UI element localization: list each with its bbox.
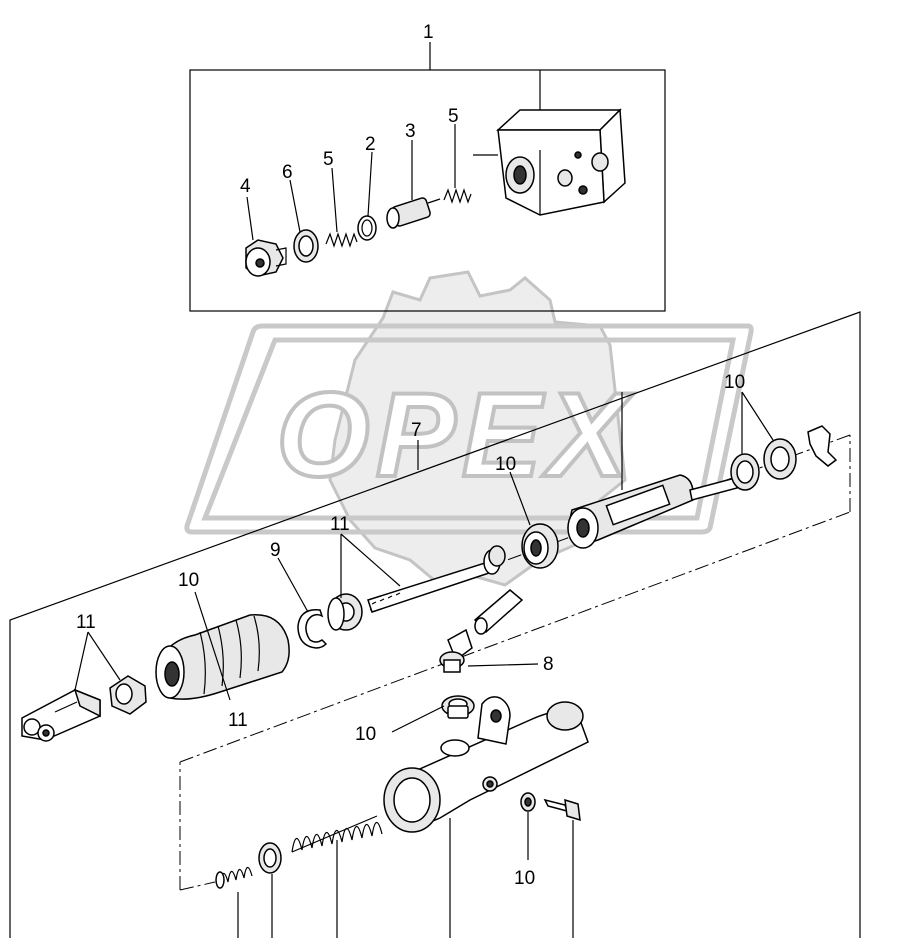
watermark-frame-outer (184, 323, 754, 535)
seal-pair-part-10 (730, 438, 797, 491)
callout-7: 7 (411, 420, 422, 441)
bleeder-bolt-part (543, 798, 581, 822)
callout-5-right: 5 (448, 106, 459, 127)
spring-part-5 (443, 124, 472, 204)
washer-part-6 (289, 179, 319, 263)
valve-block (473, 108, 626, 216)
callout-11-pushrod: 11 (330, 514, 350, 535)
callout-11-clevis: 11 (76, 612, 96, 633)
opex-watermark: OPEX (184, 270, 754, 587)
callout-9: 9 (270, 540, 281, 561)
snap-ring-part-9 (297, 609, 328, 649)
callout-8: 8 (543, 654, 554, 675)
callout-3: 3 (405, 121, 416, 142)
callout-6: 6 (282, 162, 293, 183)
spring-part-5-left (325, 167, 358, 248)
cylinder-body-part (383, 696, 589, 833)
callout-10-right: 10 (724, 372, 745, 393)
callout-10-seal: 10 (495, 454, 516, 475)
assembly-1-frame (189, 69, 666, 312)
o-ring-part-2 (357, 151, 377, 241)
callout-1: 1 (423, 22, 434, 43)
valve-assembly-group (189, 42, 666, 312)
pushrod-part-11 (367, 545, 506, 613)
bleeder-washer-part-10 (520, 792, 536, 812)
return-spring-part (291, 815, 383, 853)
callout-labels: 1 2 3 4 5 5 6 7 8 9 10 10 10 10 10 11 11… (76, 22, 745, 889)
nut-part-11 (109, 675, 147, 715)
hose-part (473, 589, 524, 635)
washer-part-11 (327, 593, 363, 631)
valve-spool-part-3 (386, 140, 441, 229)
piston-part (567, 474, 738, 549)
leader-lines (74, 391, 774, 938)
callout-10-boot: 10 (178, 570, 199, 591)
watermark-text: OPEX (276, 368, 634, 502)
dust-boot-part-10 (155, 613, 290, 700)
lower-seal-part (258, 842, 282, 874)
callout-2: 2 (365, 134, 376, 155)
inlet-seal-part-10 (441, 695, 475, 719)
callout-4: 4 (240, 176, 251, 197)
retainer-clip-part (807, 425, 838, 467)
clevis-part (21, 688, 101, 742)
callout-10-bleeder: 10 (514, 868, 535, 889)
hose-fitting-part-8 (439, 628, 473, 673)
cup-seal-part-10 (521, 523, 559, 569)
plug-part-4 (245, 196, 287, 277)
callout-5-left: 5 (323, 149, 334, 170)
small-spring-part (215, 866, 253, 889)
watermark-frame-inner (201, 337, 737, 521)
callout-11-boot: 11 (228, 710, 248, 731)
callout-10-inlet: 10 (355, 724, 376, 745)
watermark-gear-icon (328, 270, 627, 587)
